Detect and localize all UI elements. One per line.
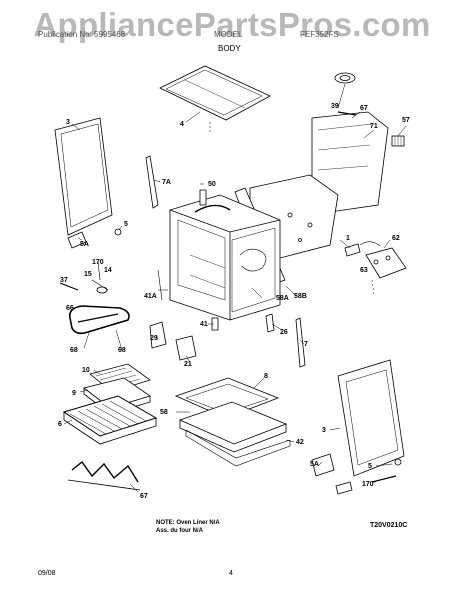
callout-42: 42 <box>296 439 304 446</box>
callout-3: 3 <box>66 119 70 126</box>
note-line-2: Ass. du four N/A <box>156 528 204 534</box>
right-hardware <box>311 453 402 495</box>
callout-58: 58 <box>160 409 168 416</box>
callout-5a-left: 5A <box>80 241 89 248</box>
callout-26: 26 <box>280 329 288 336</box>
callout-14: 14 <box>104 267 112 274</box>
callout-63: 63 <box>360 267 368 274</box>
oven-liner-note: NOTE: Oven Liner N/A Ass. du four N/A <box>156 519 220 535</box>
right-side-panel <box>337 359 405 477</box>
callout-67-bottom: 67 <box>140 493 148 500</box>
callout-15: 15 <box>84 271 92 278</box>
callout-9: 9 <box>72 390 76 397</box>
footer-date: 09/08 <box>38 570 56 577</box>
callout-58a: 58A <box>276 295 289 302</box>
figure-code: T20V0210C <box>370 522 408 529</box>
callout-3-right: 3 <box>322 427 326 434</box>
callout-170-right: 170 <box>362 481 374 488</box>
callout-labels: 3 4 39 67 57 71 7A 50 5 5A 1 62 170 14 3… <box>58 103 410 500</box>
oven-rack <box>62 395 158 445</box>
callout-170-left: 170 <box>92 259 104 266</box>
brackets <box>149 241 407 361</box>
top-panel <box>159 65 271 132</box>
callout-41a: 41A <box>144 293 157 300</box>
left-side-panel <box>54 117 113 236</box>
callout-10: 10 <box>82 367 90 374</box>
bottom-panels <box>174 377 291 467</box>
callout-68-left: 68 <box>70 347 78 354</box>
callout-29: 29 <box>150 335 158 342</box>
publication-number: Publication No: 5995468 <box>38 30 126 39</box>
callout-4: 4 <box>180 121 184 128</box>
callout-7a: 7A <box>162 179 171 186</box>
callout-62: 62 <box>392 235 400 242</box>
callout-1: 1 <box>346 235 350 242</box>
callout-41: 41 <box>200 321 208 328</box>
bake-element <box>68 305 130 335</box>
left-hardware <box>59 228 122 294</box>
leader-lines <box>63 83 407 493</box>
door-hinges <box>145 155 306 368</box>
callout-50: 50 <box>208 181 216 188</box>
callout-5-right: 5 <box>368 463 372 470</box>
callout-21: 21 <box>184 361 192 368</box>
callout-5a-right: 5A <box>310 461 319 468</box>
callout-66: 66 <box>66 305 74 312</box>
callout-8: 8 <box>264 373 268 380</box>
callout-37: 37 <box>60 277 68 284</box>
callout-68-right: 68 <box>118 347 126 354</box>
broil-element <box>67 460 141 491</box>
callout-7: 7 <box>304 341 308 348</box>
model-label: MODEL <box>214 30 243 39</box>
callout-39: 39 <box>331 103 339 110</box>
model-number: FEF352FS <box>300 30 339 39</box>
section-title: BODY <box>218 44 241 53</box>
callout-57: 57 <box>402 117 410 124</box>
callout-5-left: 5 <box>124 221 128 228</box>
note-line-1: NOTE: Oven Liner N/A <box>156 520 220 526</box>
callout-71: 71 <box>370 123 378 130</box>
watermark: AppliancePartsPros.com <box>33 6 431 43</box>
callout-6: 6 <box>58 421 62 428</box>
callout-58b: 58B <box>294 293 307 300</box>
surface-element <box>334 72 356 84</box>
callout-67: 67 <box>360 105 368 112</box>
footer-page-number: 4 <box>229 570 233 577</box>
